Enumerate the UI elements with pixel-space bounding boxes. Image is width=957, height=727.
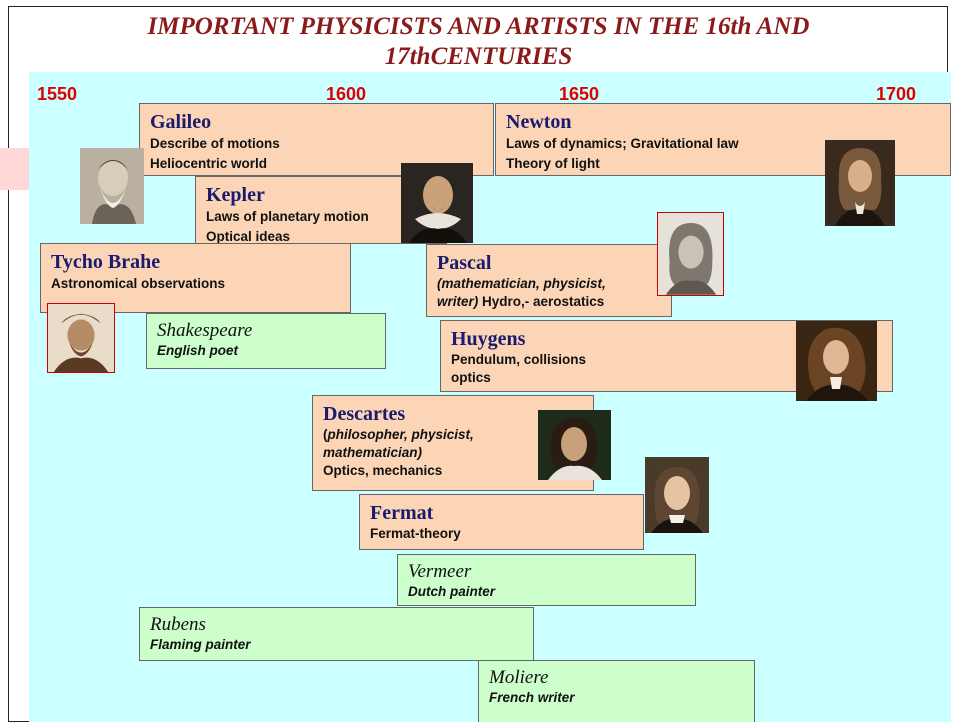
kepler-line-2: Optical ideas (206, 229, 291, 244)
pascal-line-2-rest: Hydro,- aerostatics (478, 294, 605, 309)
shakespeare-line-1: English poet (157, 343, 238, 358)
pascal-name: Pascal (437, 252, 492, 274)
descartes-line-1: (philosopher, physicist, (323, 426, 583, 444)
kepler-name: Kepler (206, 184, 265, 206)
shakespeare-box: Shakespeare English poet (146, 313, 386, 369)
newton-portrait (825, 140, 895, 226)
portrait-image-icon (538, 410, 611, 480)
portrait-image-icon (401, 163, 473, 243)
galileo-name: Galileo (150, 111, 212, 133)
pascal-line-1: (mathematician, physicist, (437, 276, 606, 291)
vermeer-box: Vermeer Dutch painter (397, 554, 696, 606)
galileo-line-2: Heliocentric world (150, 156, 268, 171)
galileo-line-1: Describe of motions (150, 136, 280, 151)
year-label-1550: 1550 (37, 84, 78, 104)
newton-line-1: Laws of dynamics; Gravitational law (506, 136, 739, 151)
descartes-portrait (538, 410, 611, 480)
descartes-line-3: Optics, mechanics (323, 463, 443, 478)
year-label-1600: 1600 (326, 84, 367, 104)
fermat-portrait (645, 457, 709, 533)
galileo-portrait (80, 148, 144, 224)
portrait-image-icon (825, 140, 895, 226)
tycho-name: Tycho Brahe (51, 251, 161, 273)
year-label-1700: 1700 (876, 84, 917, 104)
fermat-name: Fermat (370, 502, 434, 524)
moliere-box: Moliere French writer (478, 660, 755, 722)
tycho-line-1: Astronomical observations (51, 276, 226, 291)
portrait-image-icon (48, 304, 114, 372)
portrait-image-icon (80, 148, 144, 224)
pascal-box: Pascal (mathematician, physicist, writer… (426, 244, 672, 317)
pascal-line-2-italic: writer) (437, 294, 479, 309)
huygens-name: Huygens (451, 328, 526, 350)
newton-line-2: Theory of light (506, 156, 600, 171)
huygens-portrait (796, 321, 877, 401)
vermeer-line-1: Dutch painter (408, 584, 496, 599)
descartes-line-2: mathematician) (323, 445, 423, 460)
rubens-line-1: Flaming painter (150, 637, 251, 652)
year-label-1650: 1650 (559, 84, 600, 104)
fermat-box: Fermat Fermat-theory (359, 494, 644, 550)
slide-title: IMPORTANT PHYSICISTS AND ARTISTS IN THE … (0, 12, 957, 72)
moliere-line-1: French writer (489, 690, 575, 705)
title-line-1: IMPORTANT PHYSICISTS AND ARTISTS IN THE … (147, 13, 810, 40)
kepler-portrait (401, 163, 473, 243)
vermeer-name: Vermeer (408, 561, 472, 582)
pascal-portrait (657, 212, 724, 296)
newton-name: Newton (506, 111, 572, 133)
kepler-line-1: Laws of planetary motion (206, 209, 369, 224)
tycho-portrait (47, 303, 115, 373)
title-line-2: 17thCENTURIES (384, 43, 573, 70)
rubens-name: Rubens (150, 614, 206, 635)
descartes-paren: ( (323, 427, 328, 442)
tycho-box: Tycho Brahe Astronomical observations (40, 243, 351, 313)
moliere-name: Moliere (489, 667, 549, 688)
descartes-line-1-italic: philosopher, physicist, (327, 427, 474, 442)
shakespeare-name: Shakespeare (157, 320, 253, 341)
huygens-line-2: optics (451, 370, 491, 385)
portrait-image-icon (658, 213, 723, 295)
rubens-box: Rubens Flaming painter (139, 607, 534, 661)
decorative-strip (0, 148, 29, 190)
descartes-name: Descartes (323, 403, 406, 425)
fermat-line-1: Fermat-theory (370, 526, 461, 541)
portrait-image-icon (796, 321, 877, 401)
portrait-image-icon (645, 457, 709, 533)
huygens-line-1: Pendulum, collisions (451, 352, 587, 367)
pascal-line-2: writer) Hydro,- aerostatics (437, 293, 661, 311)
